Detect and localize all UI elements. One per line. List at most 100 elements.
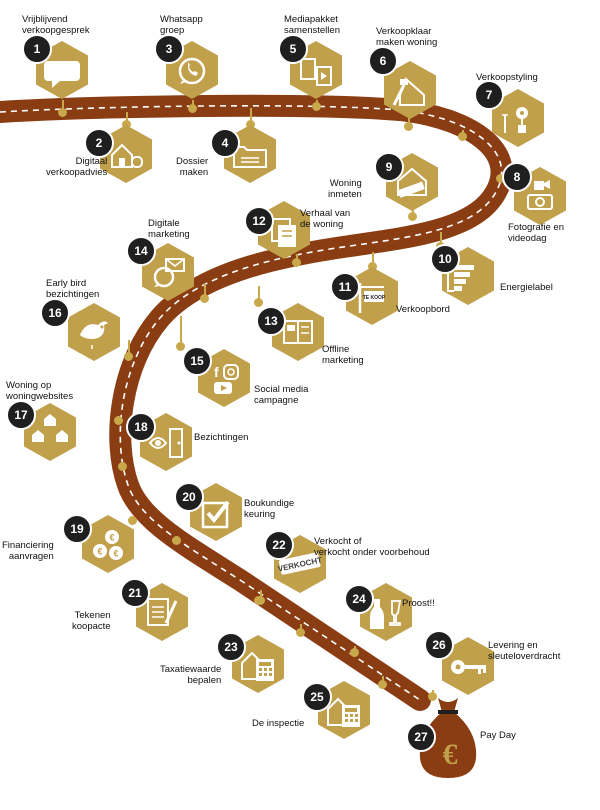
champagne-icon: [370, 599, 402, 629]
step-label-proost: Proost!!: [402, 598, 435, 609]
step-label-social-media-campagne: Social media campagne: [254, 384, 309, 406]
road-marker-dot: [114, 416, 123, 425]
euro-symbol: €: [443, 738, 458, 771]
social-media-icon: f: [214, 364, 239, 394]
step-label-pay-day: Pay Day: [480, 730, 516, 741]
step-connector: [260, 590, 262, 600]
step-label-offline-marketing: Offline marketing: [322, 344, 364, 366]
step-label-verhaal-van-de-woning: Verhaal van de woning: [300, 208, 351, 230]
step-hexagon-16: [66, 302, 122, 362]
folder-icon: [233, 146, 267, 168]
step-label-bezichtingen: Bezichtingen: [194, 432, 249, 443]
step-label-tekenen-koopacte: Tekenen koopacte: [72, 610, 111, 632]
measure-house-icon: [397, 167, 427, 198]
step-label-woning-op-woningwebsites: Woning op woningwebsites: [6, 380, 74, 402]
road-marker-dot: [408, 212, 417, 221]
step-label-taxatiewaarde-bepalen: Taxatiewaarde bepalen: [160, 664, 222, 686]
road-marker-dot: [292, 258, 301, 267]
step-connector: [180, 316, 182, 346]
eye-door-icon: [148, 428, 183, 458]
svg-text:TE KOOP: TE KOOP: [363, 295, 386, 301]
step-label-mediapakket-samenstellen: Mediapakket samenstellen: [284, 14, 340, 36]
step-label-woning-inmeten: Woning inmeten: [328, 178, 362, 200]
step-label-whatsapp-groep: Whatsapp groep: [160, 14, 203, 36]
chat-bubble-icon: [44, 61, 80, 88]
step-label-verkoopklaar-maken-woning: Verkoopklaar maken woning: [376, 26, 438, 48]
step-label-boukundige-keuring: Boukundige keuring: [244, 498, 295, 520]
step-hexagon-7: [490, 88, 546, 148]
contract-icon: [147, 598, 178, 626]
road-marker-dot: [58, 108, 67, 117]
step-label-vrijblijvend-verkoopgesprek: Vrijblijvend verkoopgesprek: [22, 14, 90, 36]
step-number-badge: 5: [278, 34, 308, 64]
road-marker-dot: [122, 120, 131, 129]
road-marker-dot: [246, 120, 255, 129]
step-label-financiering-aanvragen: Financiering aanvragen: [2, 540, 54, 562]
step-number-badge: 20: [174, 482, 204, 512]
road-marker-dot: [176, 342, 185, 351]
step-number-badge: 17: [6, 400, 36, 430]
step-number-badge: 2: [84, 128, 114, 158]
document-stack-icon: [271, 218, 296, 247]
road-marker-dot: [350, 648, 359, 657]
road-marker-dot: [368, 262, 377, 271]
road-marker-dot: [118, 462, 127, 471]
key-icon: [451, 660, 486, 674]
step-number-badge: 25: [302, 682, 332, 712]
svg-text:f: f: [214, 364, 219, 380]
road-marker-dot: [172, 536, 181, 545]
house-calculator-icon: [327, 697, 360, 727]
svg-text:€: €: [109, 533, 114, 543]
step-connector: [126, 112, 128, 124]
bird-icon: [80, 321, 108, 349]
svg-text:€: €: [113, 549, 118, 559]
step-number-badge: 19: [62, 514, 92, 544]
step-connector: [62, 100, 64, 112]
step-connector: [440, 232, 442, 246]
step-connector: [258, 286, 260, 302]
step-label-energielabel: Energielabel: [500, 282, 553, 293]
step-number-badge: 24: [344, 584, 374, 614]
step-hexagon-17: [22, 402, 78, 462]
step-number-badge: 14: [126, 236, 156, 266]
road-marker-dot: [296, 628, 305, 637]
step-label-early-bird-bezichtingen: Early bird bezichtingen: [46, 278, 100, 300]
step-hexagon-19: €€€: [80, 514, 136, 574]
road-marker-dot: [188, 104, 197, 113]
step-label-verkoopstyling: Verkoopstyling: [476, 72, 538, 83]
house-computer-icon: [111, 143, 143, 168]
road-marker-dot: [254, 298, 263, 307]
step-label-verkoopbord: Verkoopbord: [396, 304, 450, 315]
step-connector: [372, 252, 374, 266]
sign-icon: TE KOOP: [358, 283, 386, 313]
road-marker-dot: [312, 102, 321, 111]
step-number-badge: 11: [330, 272, 360, 302]
road-marker-dot: [428, 692, 437, 701]
step-connector: [204, 284, 206, 298]
flower-vase-icon: [502, 107, 528, 133]
step-number-badge: 7: [474, 80, 504, 110]
step-number-badge: 9: [374, 152, 404, 182]
step-number-badge: 15: [182, 346, 212, 376]
step-connector: [250, 108, 252, 124]
step-hexagon-26: [440, 636, 496, 696]
step-connector: [412, 206, 414, 216]
step-number-badge: 12: [244, 206, 274, 236]
road-marker-dot: [458, 132, 467, 141]
step-label-digitaal-verkoopadvies: Digitaal verkoopadvies: [46, 156, 108, 178]
checkbox-icon: [201, 500, 230, 529]
step-number-badge: 22: [264, 530, 294, 560]
road-marker-dot: [496, 174, 505, 183]
whatsapp-mail-icon: [153, 258, 185, 288]
step-number-badge: 16: [40, 298, 70, 328]
step-number-badge: 8: [502, 162, 532, 192]
step-number-badge: 6: [368, 46, 398, 76]
road-marker-dot: [200, 294, 209, 303]
step-number-badge: 26: [424, 630, 454, 660]
step-label-dossier-maken: Dossier maken: [176, 156, 209, 178]
step-number-badge: 1: [22, 34, 52, 64]
road-marker-dot: [128, 516, 137, 525]
paint-house-icon: [392, 77, 425, 106]
house-calculator-icon: [241, 651, 274, 681]
step-label-de-inspectie: De inspectie: [252, 718, 305, 729]
